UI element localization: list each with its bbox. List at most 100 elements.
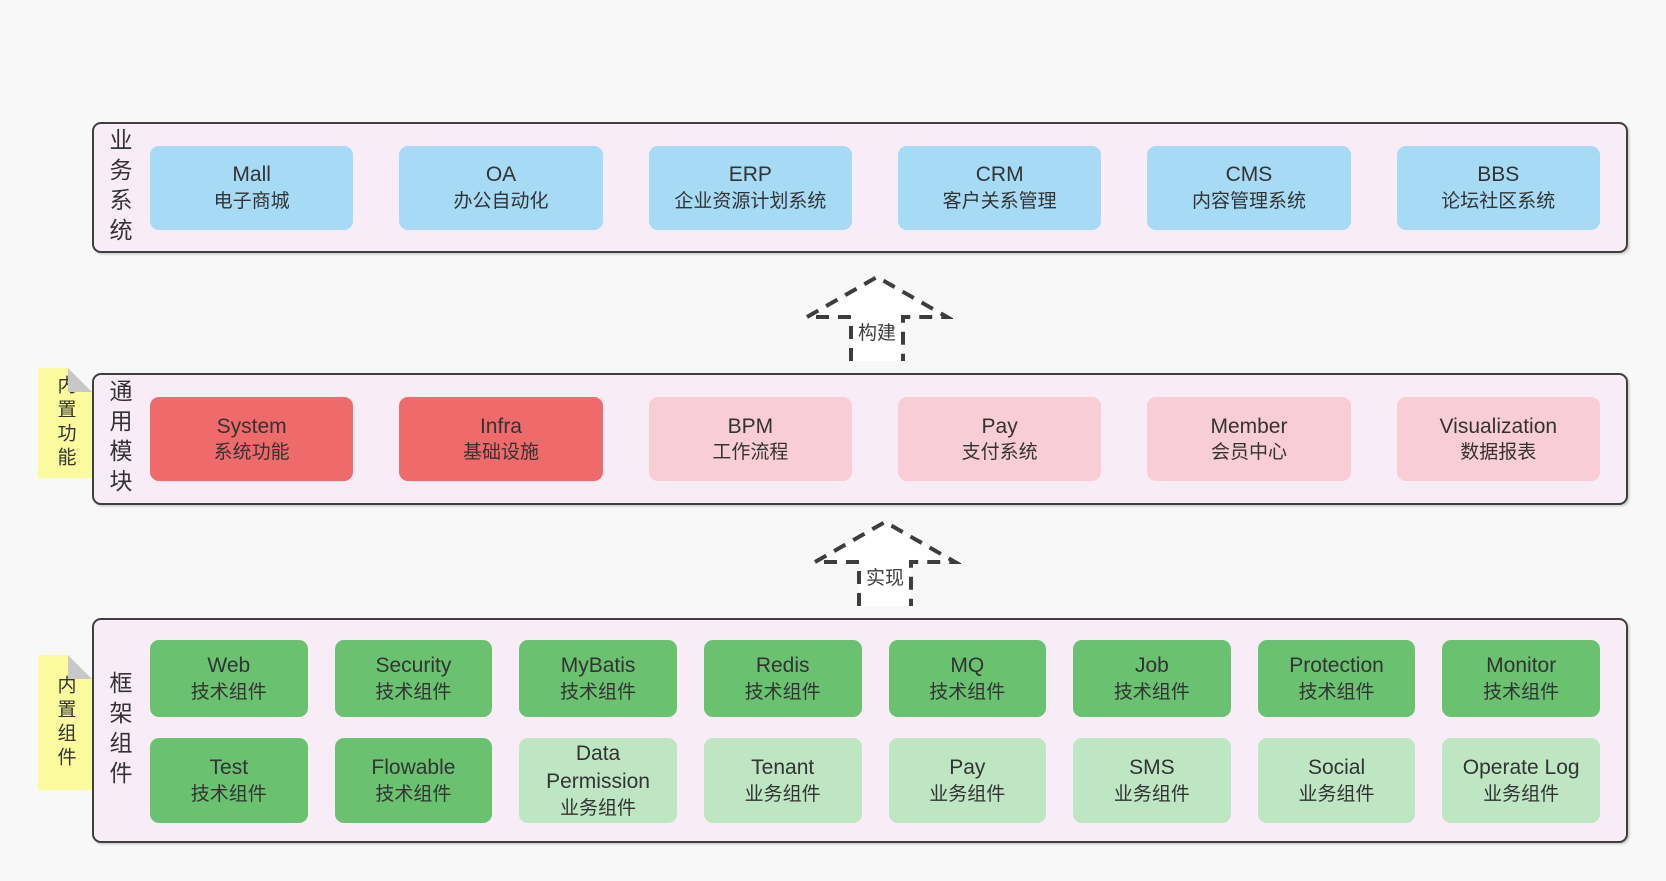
box-subtitle: 技术组件 [375, 682, 452, 704]
box-bpm: BPM 工作流程 [648, 397, 852, 481]
sticky-note-builtin-features: 内置功能 [38, 368, 92, 478]
box-subtitle: 企业资源计划系统 [674, 190, 827, 212]
box-title: CRM [975, 163, 1024, 187]
box-subtitle: 支付系统 [961, 442, 1038, 464]
box-subtitle: 工作流程 [712, 442, 789, 464]
box-subtitle: 内容管理系统 [1191, 190, 1306, 212]
box-title: ERP [728, 163, 772, 187]
panel-label-text: 框架组件 [106, 670, 132, 791]
box-social: Social 业务组件 [1257, 738, 1416, 823]
box-title: MQ [950, 654, 985, 678]
box-redis: Redis 技术组件 [703, 640, 862, 718]
box-title: BBS [1477, 163, 1520, 187]
box-title: BPM [727, 414, 774, 438]
box-oa: OA 办公自动化 [399, 145, 603, 230]
box-subtitle: 电子商城 [213, 190, 290, 212]
box-subtitle: 业务组件 [1298, 784, 1375, 806]
sticky-note-builtin-components: 内置组件 [38, 655, 92, 790]
up-arrow-icon [801, 274, 953, 361]
box-subtitle: 技术组件 [1113, 682, 1190, 704]
note-text: 内置组件 [54, 674, 76, 771]
box-tenant: Tenant 业务组件 [703, 738, 862, 823]
box-subtitle: 技术组件 [929, 682, 1006, 704]
box-title: Web [207, 654, 251, 678]
build-arrow: 构建 [801, 271, 953, 363]
box-subtitle: 办公自动化 [453, 190, 549, 212]
box-cms: CMS 内容管理系统 [1147, 145, 1351, 230]
box-subtitle: 技术组件 [1483, 682, 1560, 704]
box-pay: Pay 业务组件 [888, 738, 1047, 823]
box-title: Data Permission [546, 742, 650, 794]
box-title: CMS [1225, 163, 1273, 187]
panel-modules-label: 通用模块 [94, 375, 144, 503]
box-title: OA [485, 163, 517, 187]
box-data-permission: Data Permission 业务组件 [519, 738, 677, 823]
folded-corner-icon [68, 368, 92, 392]
box-title: Redis [755, 654, 810, 678]
up-arrow-icon [809, 519, 961, 606]
box-subtitle: 客户关系管理 [942, 190, 1057, 212]
build-arrow-label: 构建 [855, 318, 899, 345]
box-subtitle: 会员中心 [1210, 442, 1287, 464]
box-subtitle: 基础设施 [462, 442, 539, 464]
box-subtitle: 系统功能 [213, 442, 290, 464]
panel-business-label: 业务系统 [94, 124, 144, 251]
box-title: Infra [479, 414, 522, 438]
box-title: Flowable [371, 756, 456, 780]
box-pay: Pay 支付系统 [897, 397, 1102, 481]
box-title: Pay [981, 414, 1018, 438]
note-text: 内置功能 [54, 375, 76, 471]
box-subtitle: 技术组件 [375, 784, 452, 806]
box-title: Tenant [751, 756, 815, 780]
box-title: Pay [949, 756, 986, 780]
box-subtitle: 业务组件 [929, 784, 1006, 806]
box-title: MyBatis [560, 654, 636, 678]
panel-business-systems: 业务系统 Mall 电子商城 OA 办公自动化 ERP 企业资源计划系统 CRM 客户关系管理… [92, 122, 1628, 253]
box-sms: SMS 业务组件 [1073, 738, 1231, 823]
box-subtitle: 业务组件 [744, 784, 821, 806]
box-monitor: Monitor 技术组件 [1442, 640, 1600, 718]
box-title: Protection [1289, 654, 1384, 678]
box-erp: ERP 企业资源计划系统 [648, 145, 852, 230]
implement-arrow-label: 实现 [863, 563, 907, 590]
box-subtitle: 业务组件 [560, 797, 637, 819]
box-title: SMS [1129, 756, 1175, 780]
box-subtitle: 论坛社区系统 [1441, 190, 1556, 212]
folded-corner-icon [68, 655, 92, 679]
implement-arrow: 实现 [809, 516, 961, 608]
box-subtitle: 业务组件 [1113, 784, 1190, 806]
box-protection: Protection 技术组件 [1257, 640, 1416, 718]
box-infra: Infra 基础设施 [399, 397, 603, 481]
box-title: Mall [232, 163, 271, 187]
panel-label-text: 业务系统 [106, 127, 132, 248]
box-mq: MQ 技术组件 [888, 640, 1047, 718]
box-bbs: BBS 论坛社区系统 [1396, 145, 1600, 230]
box-subtitle: 技术组件 [190, 784, 267, 806]
box-title: Monitor [1486, 654, 1557, 678]
box-subtitle: 数据报表 [1460, 442, 1537, 464]
box-flowable: Flowable 技术组件 [334, 738, 493, 823]
box-subtitle: 技术组件 [1298, 682, 1375, 704]
box-title: Job [1135, 654, 1169, 678]
box-mall: Mall 电子商城 [150, 145, 354, 230]
box-title: Operate Log [1462, 756, 1580, 780]
box-visualization: Visualization 数据报表 [1396, 397, 1600, 481]
box-title: Visualization [1439, 414, 1558, 438]
panel-label-text: 通用模块 [106, 379, 132, 499]
box-crm: CRM 客户关系管理 [897, 145, 1102, 230]
box-title: Social [1307, 756, 1366, 780]
box-job: Job 技术组件 [1073, 640, 1231, 718]
box-subtitle: 技术组件 [744, 682, 821, 704]
business-boxes-row: Mall 电子商城 OA 办公自动化 ERP 企业资源计划系统 CRM 客户关系管理 CMS 内容… [144, 124, 1626, 251]
